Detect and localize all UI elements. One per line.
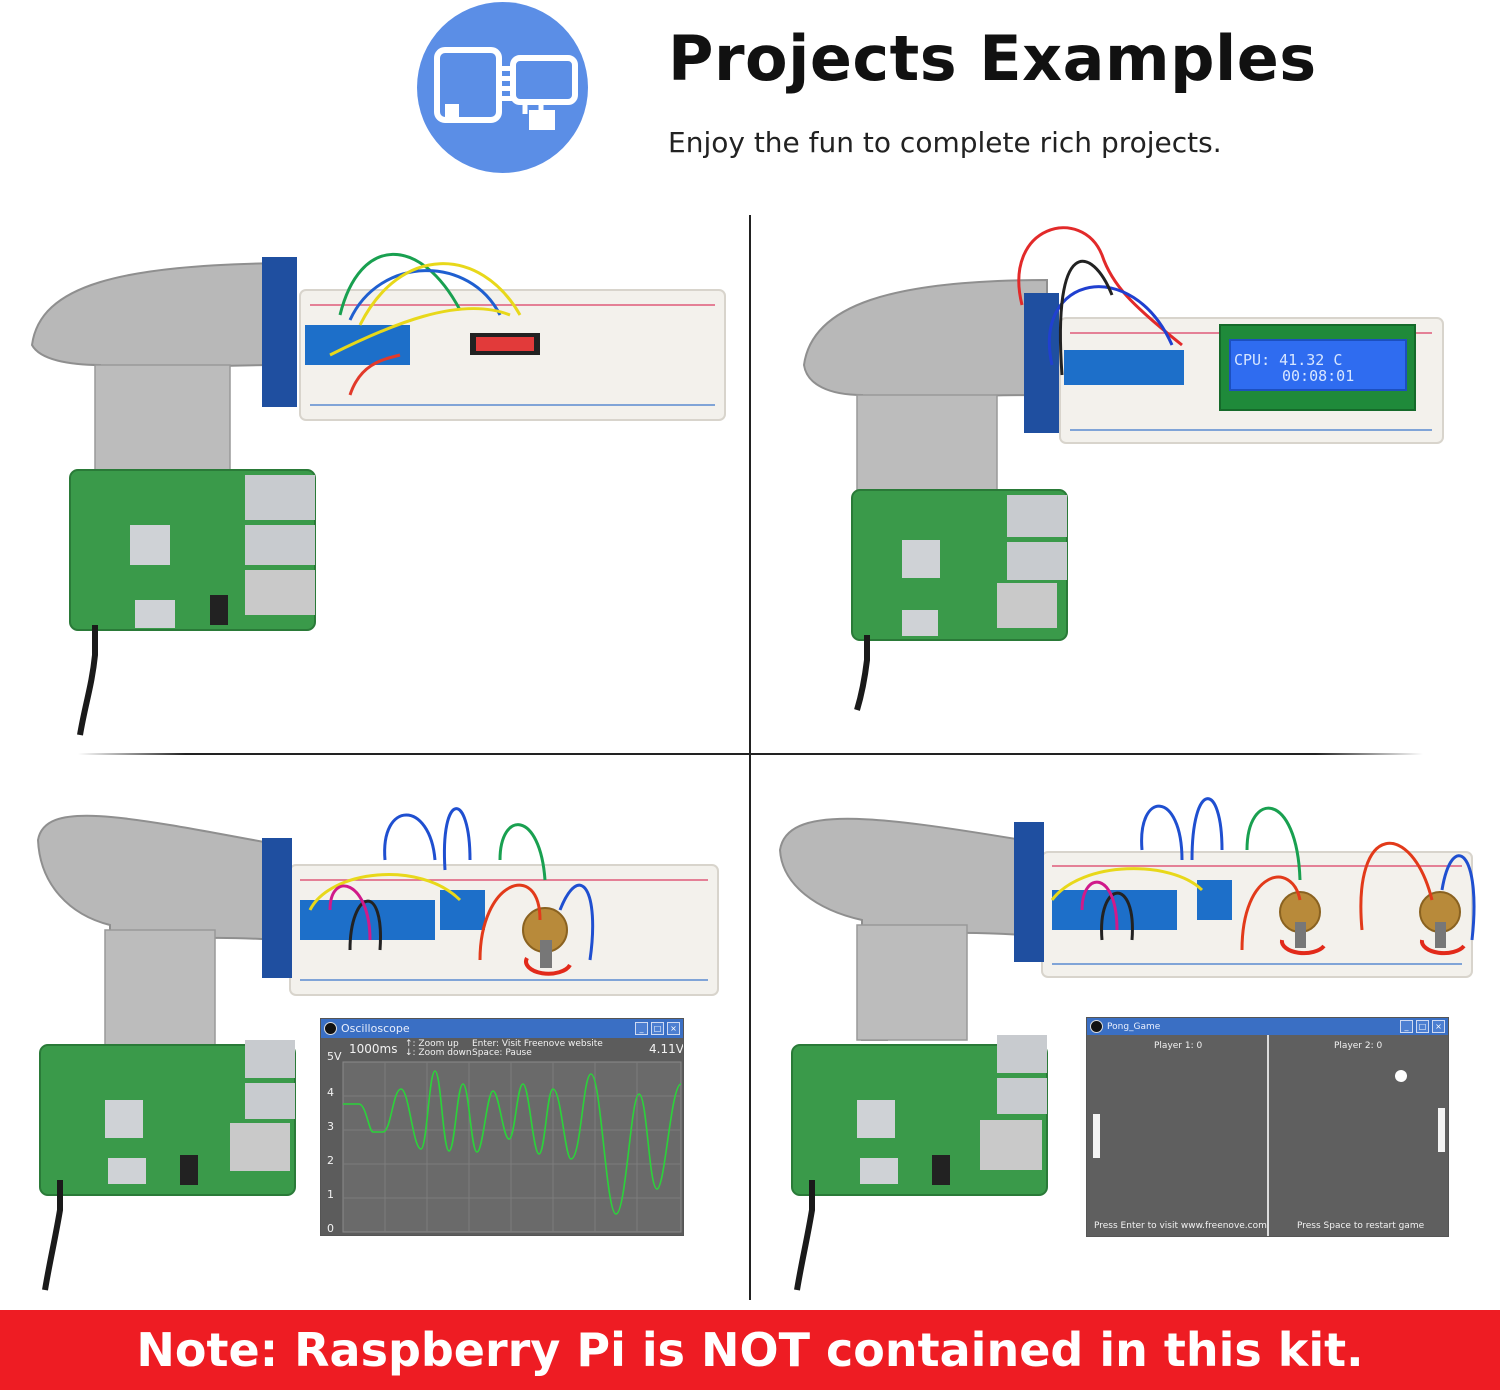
y-tick-3: 3 xyxy=(327,1120,334,1133)
lcd-line-2: 00:08:01 xyxy=(1282,367,1355,385)
pong-window: Pong_Game _ □ × Player 1: 0 Player 2: 0 … xyxy=(1086,1017,1449,1237)
close-button[interactable]: × xyxy=(1432,1020,1445,1033)
horizontal-divider xyxy=(78,753,1423,755)
note-banner: Note: Raspberry Pi is NOT contained in t… xyxy=(0,1310,1500,1390)
player-1-score: Player 1: 0 xyxy=(1154,1041,1203,1051)
close-button[interactable]: × xyxy=(667,1022,680,1035)
oscilloscope-plot xyxy=(342,1061,682,1233)
y-tick-1: 1 xyxy=(327,1188,334,1201)
minimize-button[interactable]: _ xyxy=(1400,1020,1413,1033)
note-text: Note: Raspberry Pi is NOT contained in t… xyxy=(136,1323,1364,1377)
hint-zoom-up: ↑: Zoom up xyxy=(405,1039,459,1049)
page-subtitle: Enjoy the fun to complete rich projects. xyxy=(668,126,1222,159)
player-2-score: Player 2: 0 xyxy=(1334,1041,1383,1051)
app-logo-icon xyxy=(324,1022,337,1035)
hint-space: Space: Pause xyxy=(472,1048,532,1058)
project-lcd-photo xyxy=(802,226,1444,711)
oscilloscope-titlebar: Oscilloscope _ □ × xyxy=(321,1019,683,1038)
page-title: Projects Examples xyxy=(668,22,1317,95)
footer-restart-hint: Press Space to restart game xyxy=(1297,1221,1425,1231)
hint-enter: Enter: Visit Freenove website xyxy=(472,1039,603,1049)
oscilloscope-title: Oscilloscope xyxy=(341,1022,410,1035)
y-tick-5v: 5V xyxy=(327,1050,342,1063)
project-pong xyxy=(752,760,1500,1300)
minimize-button[interactable]: _ xyxy=(635,1022,648,1035)
project-led-bar-photo xyxy=(30,252,726,736)
y-tick-2: 2 xyxy=(327,1154,334,1167)
pong-ball xyxy=(1395,1070,1407,1082)
maximize-button[interactable]: □ xyxy=(1416,1020,1429,1033)
maximize-button[interactable]: □ xyxy=(651,1022,664,1035)
vertical-divider xyxy=(749,215,751,1300)
circuit-icon xyxy=(417,2,588,173)
project-oscilloscope xyxy=(0,760,748,1300)
hint-zoom-down: ↓: Zoom down xyxy=(405,1048,472,1058)
voltage-reading: 4.11V xyxy=(649,1042,684,1056)
left-paddle[interactable] xyxy=(1093,1114,1100,1158)
project-pong-photo xyxy=(778,797,1476,1291)
timebase-label: 1000ms xyxy=(349,1042,398,1056)
project-oscilloscope-photo xyxy=(36,807,719,1291)
project-lcd: CPU: 41.32 C 00:08:01 xyxy=(752,215,1500,755)
oscilloscope-window: Oscilloscope _ □ × 1000ms ↑: Zoom up ↓: … xyxy=(320,1018,684,1236)
app-logo-icon xyxy=(1090,1020,1103,1033)
pong-center-line xyxy=(1267,1035,1269,1236)
right-paddle[interactable] xyxy=(1438,1108,1445,1152)
footer-visit-hint: Press Enter to visit www.freenove.com xyxy=(1094,1221,1267,1231)
project-led-bar xyxy=(0,215,748,755)
pong-title: Pong_Game xyxy=(1107,1021,1161,1032)
y-tick-0: 0 xyxy=(327,1222,334,1235)
y-tick-4: 4 xyxy=(327,1086,334,1099)
lcd-line-1: CPU: 41.32 C xyxy=(1234,351,1343,369)
pong-titlebar: Pong_Game _ □ × xyxy=(1087,1018,1448,1035)
